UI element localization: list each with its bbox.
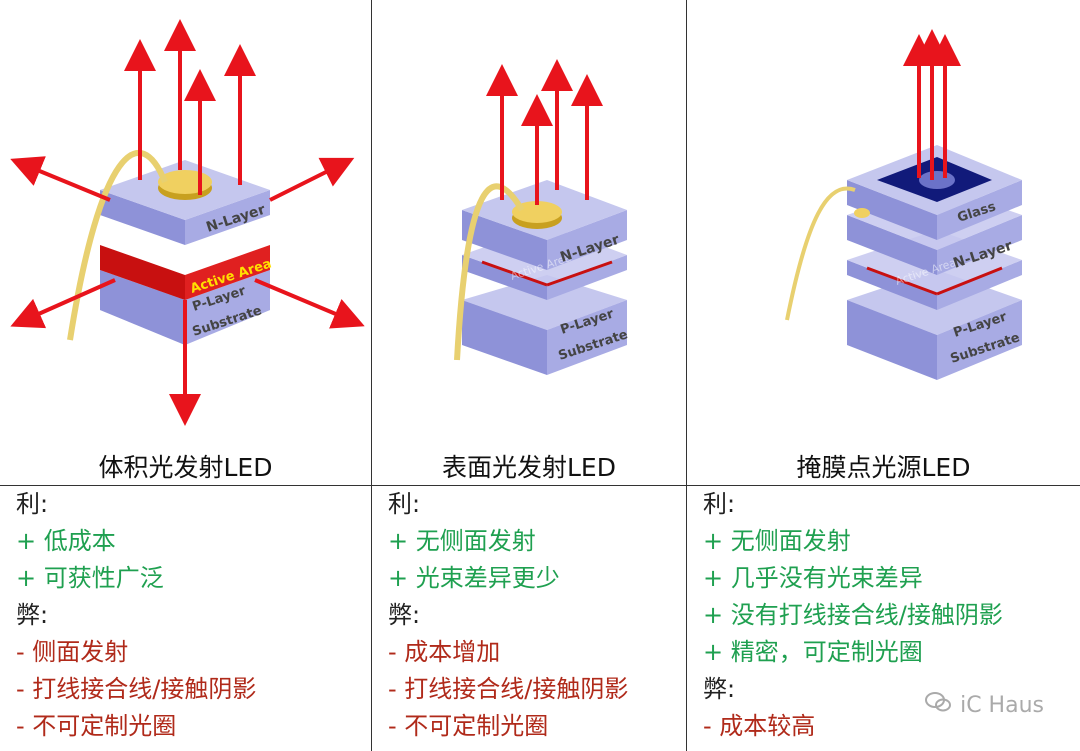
pro-item: + 几乎没有光束差异 (703, 564, 923, 592)
pro-item: + 光束差异更少 (388, 564, 560, 592)
column-volume-emitter: N-Layer Active Area P-Layer Substrate 体积… (0, 0, 371, 751)
con-item: - 不可定制光圈 (388, 712, 549, 740)
con-item: - 打线接合线/接触阴影 (16, 675, 257, 703)
cons-header: 弊: (703, 675, 736, 703)
pros-header: 利: (388, 490, 421, 518)
pros-cons-list: 利: + 无侧面发射 + 光束差异更少 弊: - 成本增加 - 打线接合线/接触… (388, 486, 682, 745)
pros-header: 利: (16, 490, 49, 518)
pros-cons-list: 利: + 低成本 + 可获性广泛 弊: - 侧面发射 - 打线接合线/接触阴影 … (16, 486, 367, 745)
pro-item: + 精密，可定制光圈 (703, 638, 923, 666)
con-item: - 成本增加 (388, 638, 501, 666)
con-item: - 打线接合线/接触阴影 (388, 675, 629, 703)
cons-header: 弊: (388, 601, 421, 629)
pro-item: + 可获性广泛 (16, 564, 164, 592)
column-masked-point-source: Glass Active Area N-Layer P-Layer Substr… (687, 0, 1080, 751)
row-divider (0, 485, 1080, 486)
column-divider (371, 0, 372, 751)
volume-emitter-illustration: N-Layer Active Area P-Layer Substrate (10, 19, 365, 426)
surface-emitter-illustration: Active Area N-Layer P-Layer Substrate (454, 59, 630, 375)
masked-point-source-illustration: Glass Active Area N-Layer P-Layer Substr… (785, 29, 1022, 380)
chat-bubble-icon (924, 690, 952, 720)
column-title: 表面光发射LED (442, 453, 616, 482)
pro-item: + 无侧面发射 (703, 527, 851, 555)
column-title: 体积光发射LED (98, 453, 273, 482)
column-divider (686, 0, 687, 751)
column-surface-emitter: Active Area N-Layer P-Layer Substrate 表面… (372, 0, 686, 751)
column-title: 掩膜点光源LED (796, 453, 971, 482)
watermark: iC Haus (924, 690, 1044, 720)
pros-header: 利: (703, 490, 736, 518)
con-item: - 不可定制光圈 (16, 712, 177, 740)
con-item: - 侧面发射 (16, 638, 129, 666)
pro-item: + 无侧面发射 (388, 527, 536, 555)
watermark-text: iC Haus (960, 692, 1044, 718)
pro-item: + 没有打线接合线/接触阴影 (703, 601, 1003, 629)
con-item: - 成本较高 (703, 712, 816, 740)
pro-item: + 低成本 (16, 527, 116, 555)
pros-cons-list: 利: + 无侧面发射 + 几乎没有光束差异 + 没有打线接合线/接触阴影 + 精… (703, 486, 1076, 745)
cons-header: 弊: (16, 601, 49, 629)
